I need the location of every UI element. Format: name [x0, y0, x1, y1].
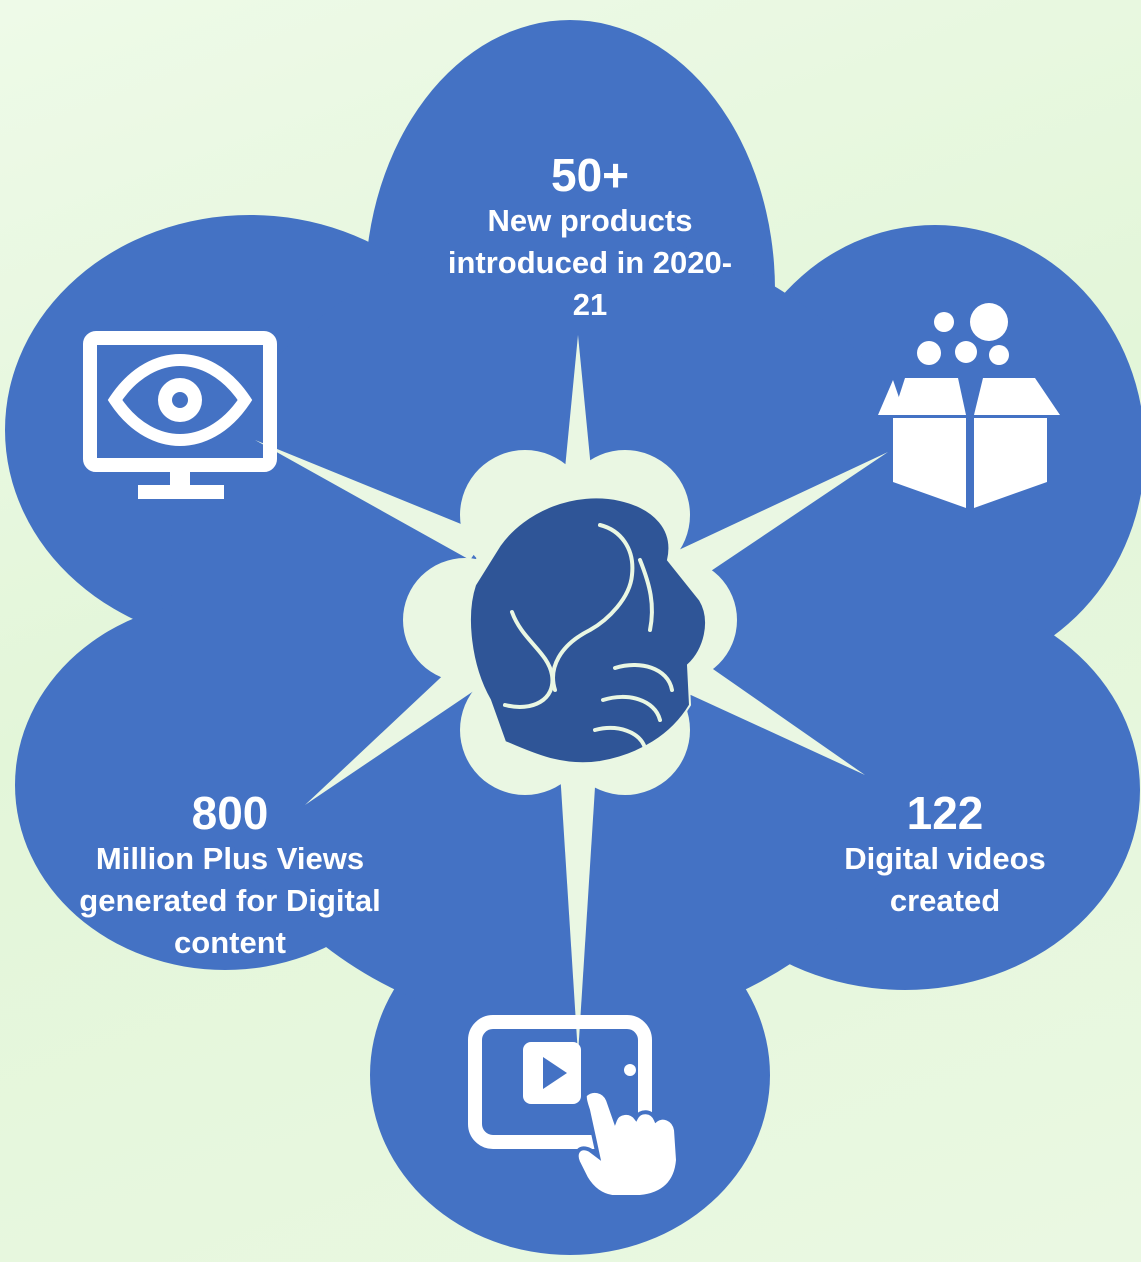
monitor-eye-icon: [83, 331, 277, 499]
stat-value: 50+: [550, 149, 630, 201]
spike-top-left: [255, 440, 488, 560]
spike-top-right: [668, 452, 888, 585]
stat-description: Digital videos created: [844, 841, 1046, 918]
open-box-icon: [878, 303, 1060, 508]
stat-value: 800: [191, 787, 269, 839]
stat-views: 800 Million Plus Views generated for Dig…: [40, 788, 420, 964]
stat-description: New products introduced in 2020-21: [447, 203, 733, 322]
stat-description: Million Plus Views generated for Digital…: [79, 841, 381, 960]
stat-videos: 122 Digital videos created: [785, 788, 1105, 922]
spike-bottom-left: [305, 650, 490, 805]
tablet-play-touch-icon: [468, 1015, 681, 1199]
stat-new-products: 50+ New products introduced in 2020-21: [440, 150, 740, 326]
handshake-icon: [469, 496, 707, 765]
spike-bottom-right: [680, 660, 865, 775]
spike-bottom: [558, 740, 598, 1055]
stat-value: 122: [906, 787, 984, 839]
